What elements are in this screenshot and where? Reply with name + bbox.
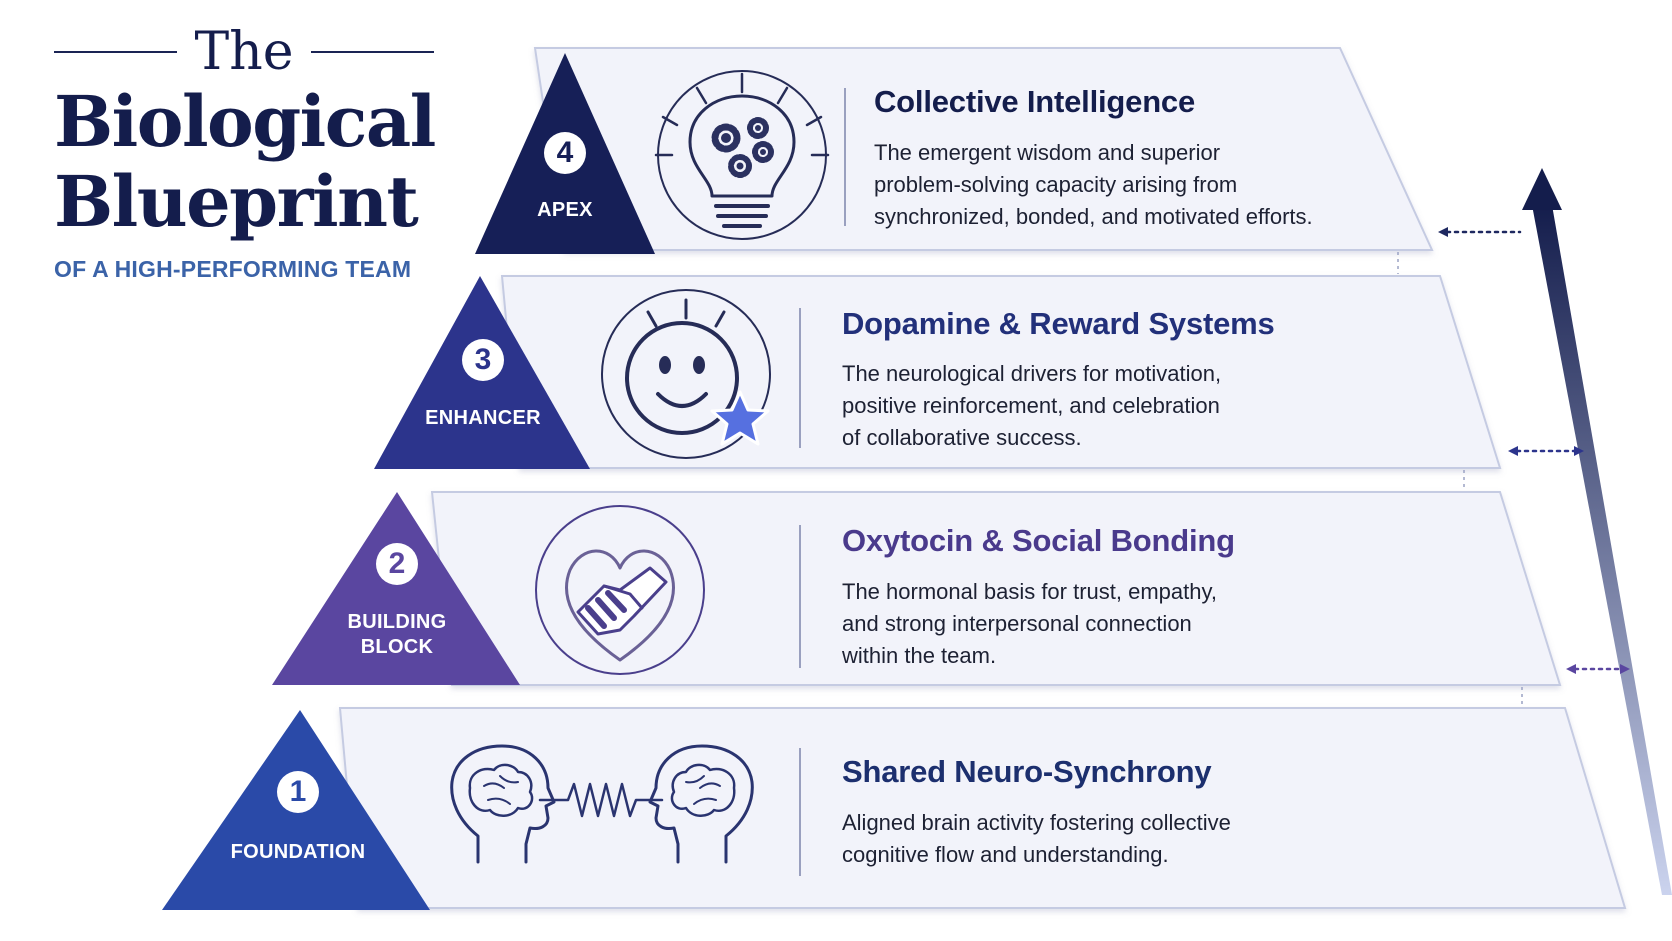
lightbulb-gears-icon (654, 70, 830, 240)
smiley-star-icon (601, 289, 771, 459)
tier-description-2: The hormonal basis for trust, empathy, a… (842, 576, 1217, 672)
subtitle: OF A HIGH-PERFORMING TEAM (54, 256, 412, 282)
tier-label-4: APEX (537, 198, 593, 223)
progression-arrow (1522, 168, 1672, 895)
arrowhead-right (1574, 446, 1584, 456)
arrow-head (1522, 168, 1562, 210)
side-pointers (1438, 227, 1630, 674)
tier-description-1: Aligned brain activity fostering collect… (842, 807, 1231, 871)
tier-description-4: The emergent wisdom and superior problem… (874, 137, 1313, 233)
tier-label-line: BUILDING (347, 611, 447, 633)
description-line: positive reinforcement, and celebration (842, 393, 1220, 418)
description-line: cognitive flow and understanding. (842, 842, 1169, 867)
tier-number-2: 2 (376, 543, 418, 585)
title-rule-right (311, 51, 435, 53)
tier-label-line: FOUNDATION (230, 841, 366, 863)
tier-label-line: ENHANCER (425, 407, 541, 429)
tier-panels (338, 47, 1627, 909)
tier-label-line: APEX (537, 199, 593, 221)
title-the-row: The (54, 22, 435, 82)
tier-heading-4: Collective Intelligence (874, 84, 1196, 119)
title-the: The (194, 22, 294, 82)
handshake-heart-icon (535, 505, 705, 675)
description-line: problem-solving capacity arising from (874, 172, 1238, 197)
tier-heading-1: Shared Neuro-Synchrony (842, 754, 1212, 789)
description-line: Aligned brain activity fostering collect… (842, 810, 1231, 835)
description-line: within the team. (842, 643, 997, 668)
tier-heading-2: Oxytocin & Social Bonding (842, 523, 1235, 558)
tier-badge-2 (272, 492, 520, 685)
tier-label-1: FOUNDATION (231, 840, 366, 865)
description-line: The neurological drivers for motivation, (842, 361, 1222, 386)
arrowhead-left (1508, 446, 1518, 456)
tier-label-line: BLOCK (360, 636, 434, 658)
tier-description-3: The neurological drivers for motivation,… (842, 358, 1221, 454)
description-line: of collaborative success. (842, 425, 1082, 450)
arrowhead-left (1438, 227, 1448, 237)
title-blueprint: Blueprint (54, 160, 419, 243)
arrowhead-left (1566, 664, 1576, 674)
tier-dividers (799, 88, 846, 876)
title-rule-left (54, 51, 177, 53)
tier-label-2: BUILDING BLOCK (347, 610, 446, 660)
description-line: The hormonal basis for trust, empathy, (842, 579, 1217, 604)
description-line: and strong interpersonal connection (842, 611, 1192, 636)
description-line: synchronized, bonded, and motivated effo… (874, 204, 1313, 229)
arrow-shaft (1532, 205, 1672, 895)
tier-number-3: 3 (462, 339, 504, 381)
tier-heading-3: Dopamine & Reward Systems (842, 306, 1275, 341)
arrowhead-right (1620, 664, 1630, 674)
tier-number-4: 4 (544, 132, 586, 174)
description-line: The emergent wisdom and superior (874, 140, 1221, 165)
tier-label-3: ENHANCER (425, 406, 541, 431)
title-block: The Biological Blueprint OF A HIGH-PERFO… (54, 22, 436, 283)
title-biological: Biological (54, 80, 436, 163)
tier-connectors (1397, 252, 1523, 706)
brain-synchrony-icon (450, 744, 754, 864)
tier-number-1: 1 (277, 771, 319, 813)
